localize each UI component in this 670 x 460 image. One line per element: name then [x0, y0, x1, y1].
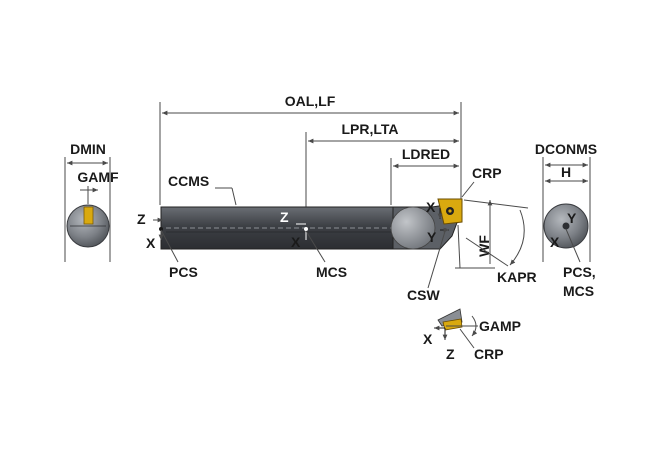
pcs-mcs-label-line1: PCS, [563, 264, 596, 280]
right-end-view: DCONMS H Y X PCS, MCS [535, 141, 597, 299]
y-axis-head-label: Y [427, 229, 437, 245]
oal-lf-label: OAL,LF [285, 93, 336, 109]
mcs-coordinate-system: Z X MCS [280, 209, 347, 280]
x-axis-left-label: X [146, 235, 156, 251]
pcs-mcs-label-line2: MCS [563, 283, 594, 299]
ldred-label: LDRED [402, 146, 450, 162]
x-axis-mid-label: X [291, 234, 301, 250]
oal-lf-dimension: OAL,LF [159, 93, 462, 205]
insert-detail-view: GAMP X Z CRP [423, 308, 521, 362]
dmin-label: DMIN [70, 141, 106, 157]
dconms-label: DCONMS [535, 141, 597, 157]
ldred-dimension: LDRED [390, 146, 459, 205]
insert-detail-gold [442, 318, 463, 331]
h-label: H [561, 164, 571, 180]
crp-top-label: CRP [472, 165, 502, 181]
z-axis-left-label: Z [137, 211, 146, 227]
x-axis-head-label: X [426, 199, 436, 215]
crp-coordinate-system: CRP X Y [426, 165, 502, 245]
y-axis-right-label: Y [567, 210, 577, 226]
ccms-label: CCMS [168, 173, 209, 189]
pcs-label: PCS [169, 264, 198, 280]
pcs-coordinate-system: Z X PCS [137, 211, 198, 280]
left-end-view: DMIN GAMF [64, 141, 119, 262]
x-axis-right-label: X [550, 234, 560, 250]
lpr-lta-dimension: LPR,LTA [305, 121, 459, 210]
gamf-label: GAMF [77, 169, 119, 185]
head-round [390, 206, 436, 250]
z-axis-mid-label: Z [280, 209, 289, 225]
wf-label: WF [476, 235, 492, 257]
mcs-label: MCS [316, 264, 347, 280]
boring-bar [160, 198, 463, 250]
wf-kapr-dimension: WF KAPR [455, 199, 537, 285]
kapr-label: KAPR [497, 269, 537, 285]
z-axis-bottom-label: Z [446, 346, 455, 362]
crp-bottom-label: CRP [474, 346, 504, 362]
left-insert-icon [83, 206, 94, 225]
gamp-label: GAMP [479, 318, 521, 334]
x-axis-bottom-label: X [423, 331, 433, 347]
lpr-lta-label: LPR,LTA [341, 121, 398, 137]
csw-label: CSW [407, 287, 440, 303]
